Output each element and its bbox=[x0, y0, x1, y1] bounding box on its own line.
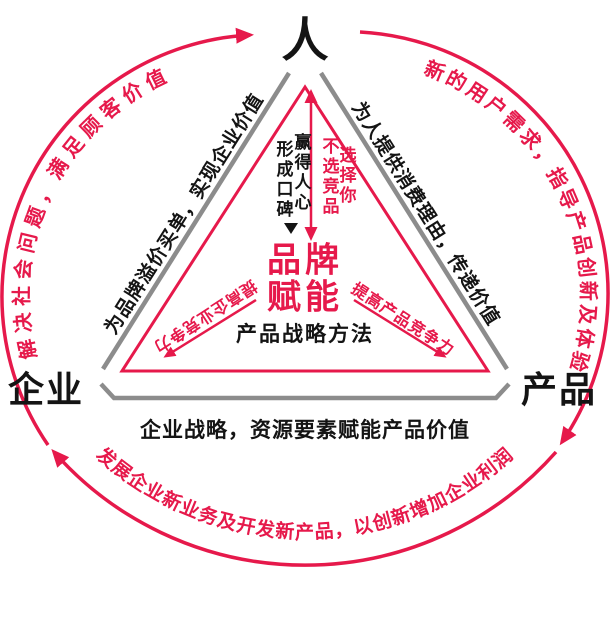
center-subtitle: 产品战略方法 bbox=[236, 323, 374, 346]
down-arrowhead-red-icon bbox=[304, 227, 318, 241]
edge-label-bottom: 企业战略，资源要素赋能产品价值 bbox=[140, 419, 470, 442]
vertical-label-not-competitors: 不选竞品 bbox=[319, 137, 339, 217]
center-title-line2: 赋能 bbox=[267, 278, 343, 317]
inner-arrow-to-product bbox=[353, 298, 447, 358]
up-arrowhead-icon bbox=[304, 89, 318, 103]
inner-arrow-to-enterprise bbox=[163, 298, 257, 358]
vertex-people: 人 bbox=[281, 13, 329, 67]
triangle-edge-left bbox=[101, 71, 291, 371]
vertical-label-win-hearts: 赢得人心 bbox=[291, 133, 311, 213]
vertex-product: 产品 bbox=[520, 369, 598, 410]
vertical-label-choose-you: 选择你 bbox=[336, 146, 356, 206]
inner-red-triangle bbox=[119, 84, 491, 373]
triangle-edge-right bbox=[319, 71, 509, 371]
vertical-label-word-of-mouth: 形成口碑 bbox=[273, 140, 293, 220]
outer-arc-bottom-arrow bbox=[51, 449, 558, 567]
arc-label-left: 解决社会问题，满足顾客价值 bbox=[9, 62, 175, 362]
outer-arc-right-arrow bbox=[359, 30, 610, 446]
center-title-line1: 品牌 bbox=[267, 241, 343, 280]
vertex-enterprise: 企业 bbox=[7, 369, 85, 410]
outer-arc-left-arrow bbox=[0, 27, 254, 446]
triangle-edge-bottom bbox=[99, 382, 511, 401]
down-arrow-icon bbox=[284, 223, 298, 234]
arc-label-right: 新的用户需求，指导产品创新及体验 bbox=[421, 56, 600, 377]
